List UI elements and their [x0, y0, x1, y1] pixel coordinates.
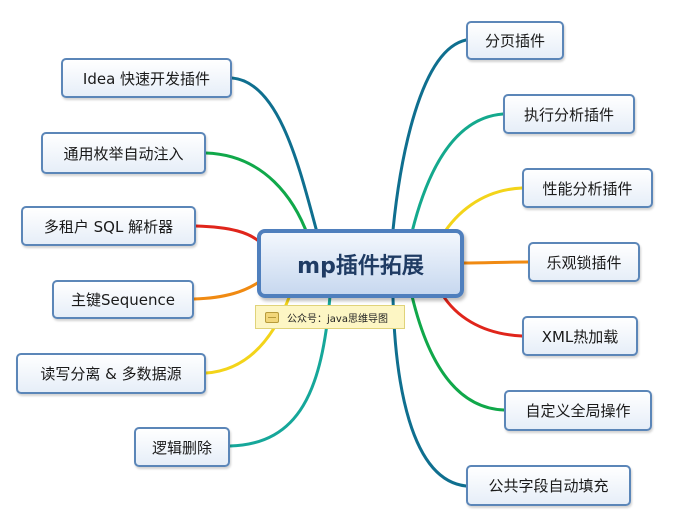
note-icon — [265, 311, 279, 323]
topic-left-3[interactable]: 多租户 SQL 解析器 — [21, 206, 196, 246]
branch-link-right-4 — [461, 260, 530, 265]
topic-right-4[interactable]: 乐观锁插件 — [528, 242, 640, 282]
topic-right-2[interactable]: 执行分析插件 — [503, 94, 635, 134]
branch-link-left-3 — [194, 224, 264, 246]
topic-left-5[interactable]: 读写分离 & 多数据源 — [16, 353, 206, 394]
branch-link-right-6 — [410, 294, 506, 412]
branch-link-right-5 — [440, 292, 524, 338]
branch-link-right-1 — [391, 38, 468, 232]
topic-left-4[interactable]: 主键Sequence — [52, 280, 194, 319]
branch-link-right-2 — [410, 112, 505, 234]
topic-right-6[interactable]: 自定义全局操作 — [504, 390, 652, 431]
branch-link-left-1 — [230, 76, 320, 238]
branch-link-left-2 — [204, 151, 310, 238]
topic-right-5[interactable]: XML热加载 — [522, 316, 638, 356]
topic-right-1[interactable]: 分页插件 — [466, 21, 564, 60]
central-topic[interactable]: mp插件拓展 — [257, 229, 464, 298]
topic-left-6[interactable]: 逻辑删除 — [134, 427, 230, 467]
topic-left-1[interactable]: Idea 快速开发插件 — [61, 58, 232, 98]
topic-right-7[interactable]: 公共字段自动填充 — [466, 465, 631, 506]
topic-right-3[interactable]: 性能分析插件 — [522, 168, 653, 208]
topic-left-2[interactable]: 通用枚举自动注入 — [41, 132, 206, 174]
branch-link-left-4 — [192, 278, 264, 301]
note-text: 公众号：java思维导图 — [287, 313, 388, 325]
note-callout: 公众号：java思维导图 — [255, 305, 405, 329]
branch-link-right-7 — [391, 296, 468, 488]
